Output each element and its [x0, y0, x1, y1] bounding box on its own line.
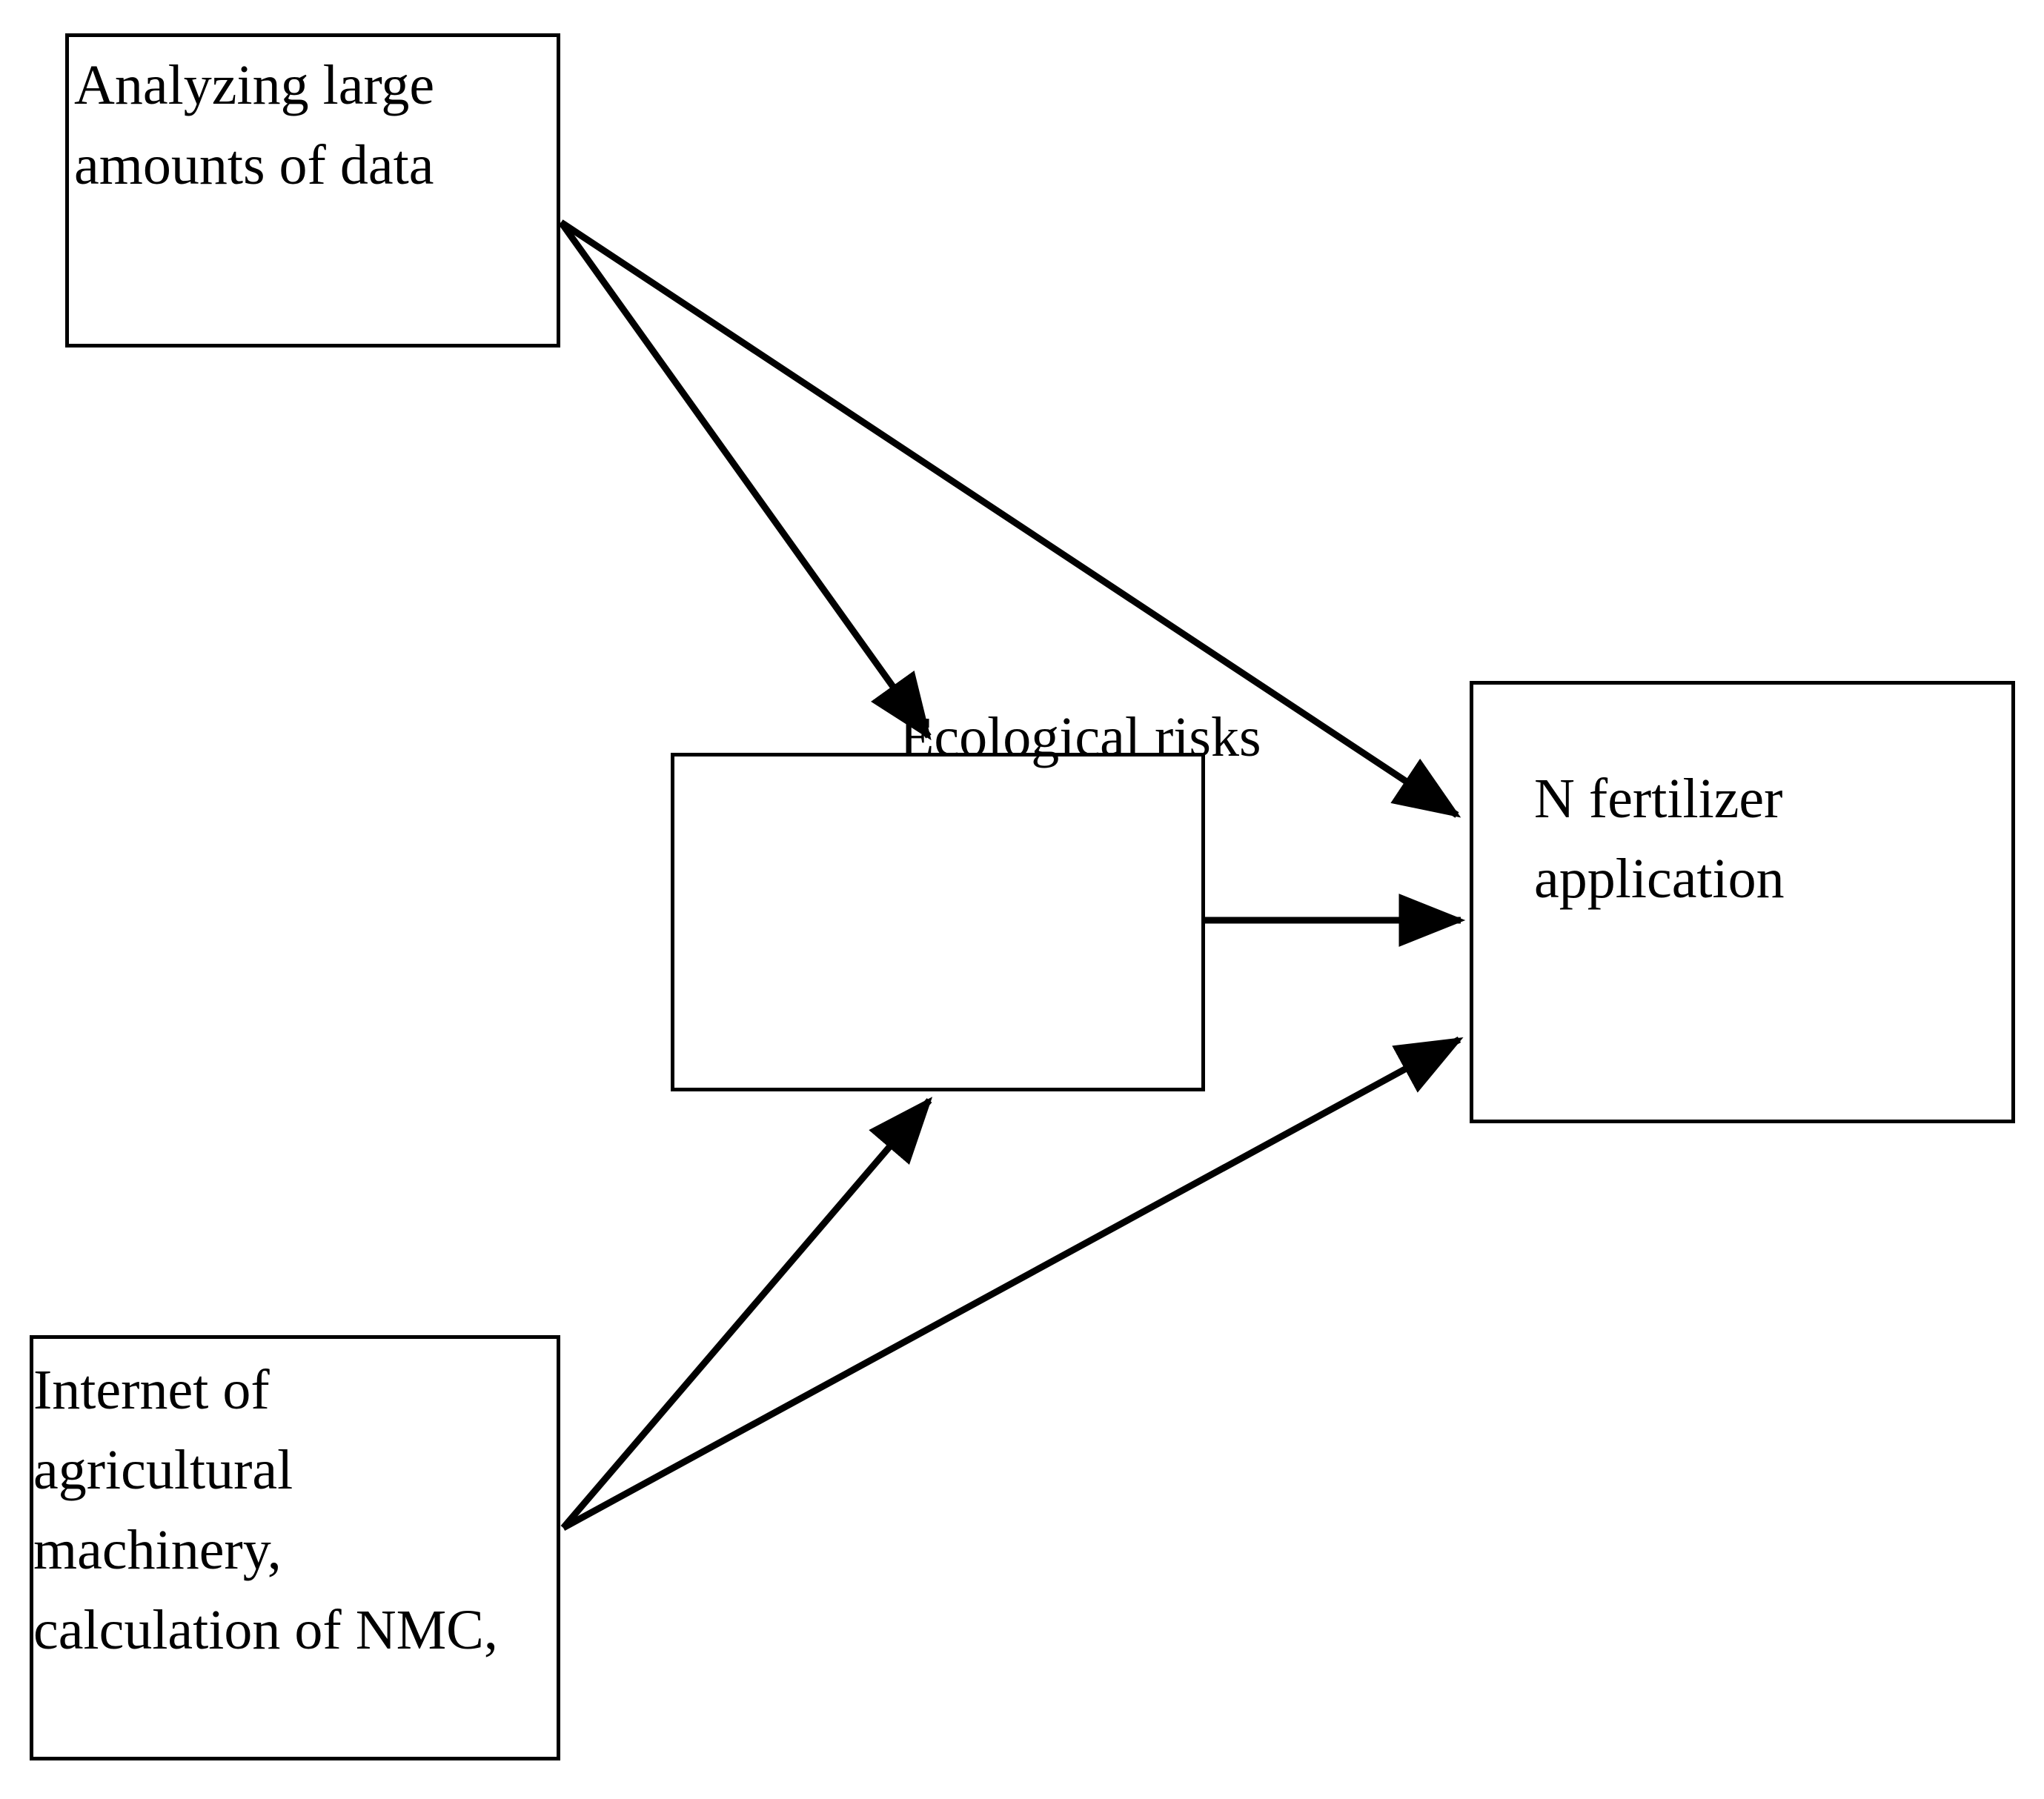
- edge-iot-to-ecological-risks: [560, 1097, 933, 1530]
- node-label-internet-of-agricultural-machinery: Internet of agricultural machinery, calc…: [33, 1351, 546, 1671]
- node-ecological-risks-box[interactable]: [671, 753, 1205, 1091]
- node-label-analyzing-large-amounts-of-data: Analyzing large amounts of data: [74, 46, 541, 206]
- node-analyzing-large-amounts-of-data[interactable]: [65, 33, 560, 348]
- node-label-n-fertilizer-application: N fertilizer application: [1534, 759, 2008, 920]
- text-fragment: Analyzing: [74, 54, 309, 116]
- text-fragment: large: [322, 54, 435, 116]
- text-fragment: agricultural: [33, 1438, 293, 1501]
- text-fragment: application: [1534, 847, 1785, 910]
- text-fragment: calculation of NMC,: [33, 1598, 498, 1661]
- text-fragment: Internet: [33, 1359, 209, 1421]
- node-internet-of-agricultural-machinery[interactable]: [30, 1335, 560, 1760]
- text-fragment: of: [222, 1359, 270, 1421]
- edge-data-to-ecological-risks: [558, 220, 932, 741]
- edge-iot-to-n-fertilizer: [561, 1037, 1464, 1531]
- text-fragment: amounts of data: [74, 133, 434, 196]
- text-fragment: N: [1534, 768, 1575, 830]
- label-ecological-risks: Ecological risks: [900, 706, 1261, 768]
- node-n-fertilizer-application[interactable]: [1470, 681, 2015, 1123]
- text-fragment: fertilizer: [1588, 768, 1783, 830]
- text-fragment: machinery,: [33, 1518, 282, 1581]
